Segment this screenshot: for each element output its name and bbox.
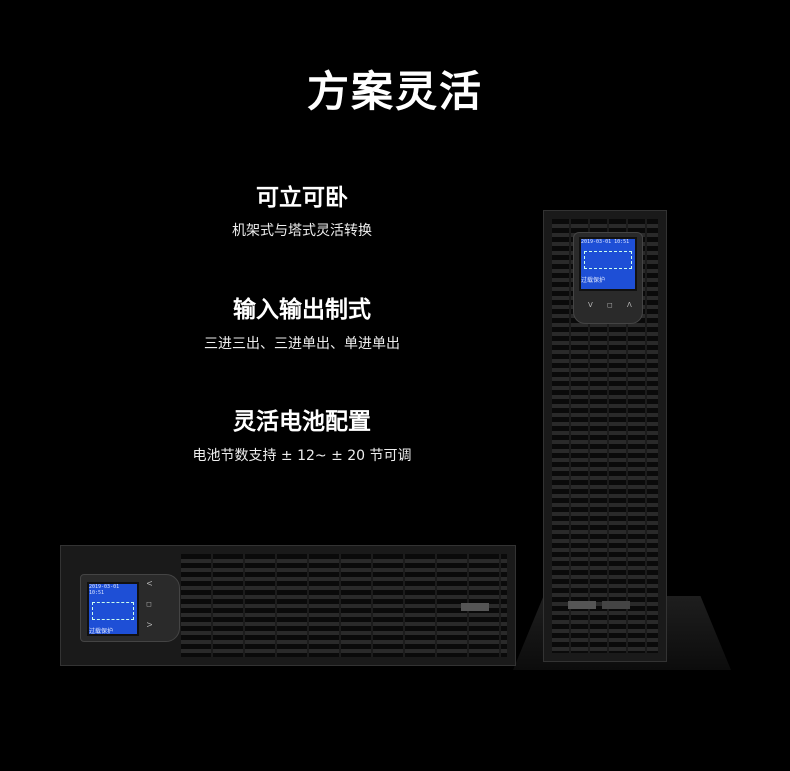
page-title: 方案灵活 xyxy=(306,67,483,116)
tower-control-panel: 2019-03-01 10:51 过载保护 V ◻ Λ xyxy=(573,232,643,324)
panel-buttons: V ◻ Λ xyxy=(145,581,153,634)
feature-desc: 电池节数支持 ± 12~ ± 20 节可调 xyxy=(192,448,412,464)
feature-desc: 机架式与塔式灵活转换 xyxy=(232,223,372,239)
lcd-datetime: 2019-03-01 10:51 xyxy=(581,239,630,245)
brand-logo xyxy=(461,603,489,611)
lcd-screen: 2019-03-01 10:51 过载保护 xyxy=(87,582,139,636)
lcd-status: 过载保护 xyxy=(89,628,114,635)
feature-heading: 可立可卧 xyxy=(256,185,348,211)
brand-logo xyxy=(602,601,630,609)
rack-control-panel: 2019-03-01 10:51 过载保护 V ◻ Λ xyxy=(80,574,180,642)
lcd-datetime: 2019-03-01 10:51 xyxy=(89,584,120,596)
lcd-screen: 2019-03-01 10:51 过载保护 xyxy=(579,237,637,291)
feature-heading: 输入输出制式 xyxy=(233,297,371,323)
feature-heading: 灵活电池配置 xyxy=(233,409,371,435)
rack-ups-image xyxy=(60,545,516,666)
feature-desc: 三进三出、三进单出、单进单出 xyxy=(204,336,400,352)
panel-buttons: V ◻ Λ xyxy=(588,301,638,309)
brand-logo xyxy=(568,601,596,609)
lcd-status: 过载保护 xyxy=(581,277,606,284)
